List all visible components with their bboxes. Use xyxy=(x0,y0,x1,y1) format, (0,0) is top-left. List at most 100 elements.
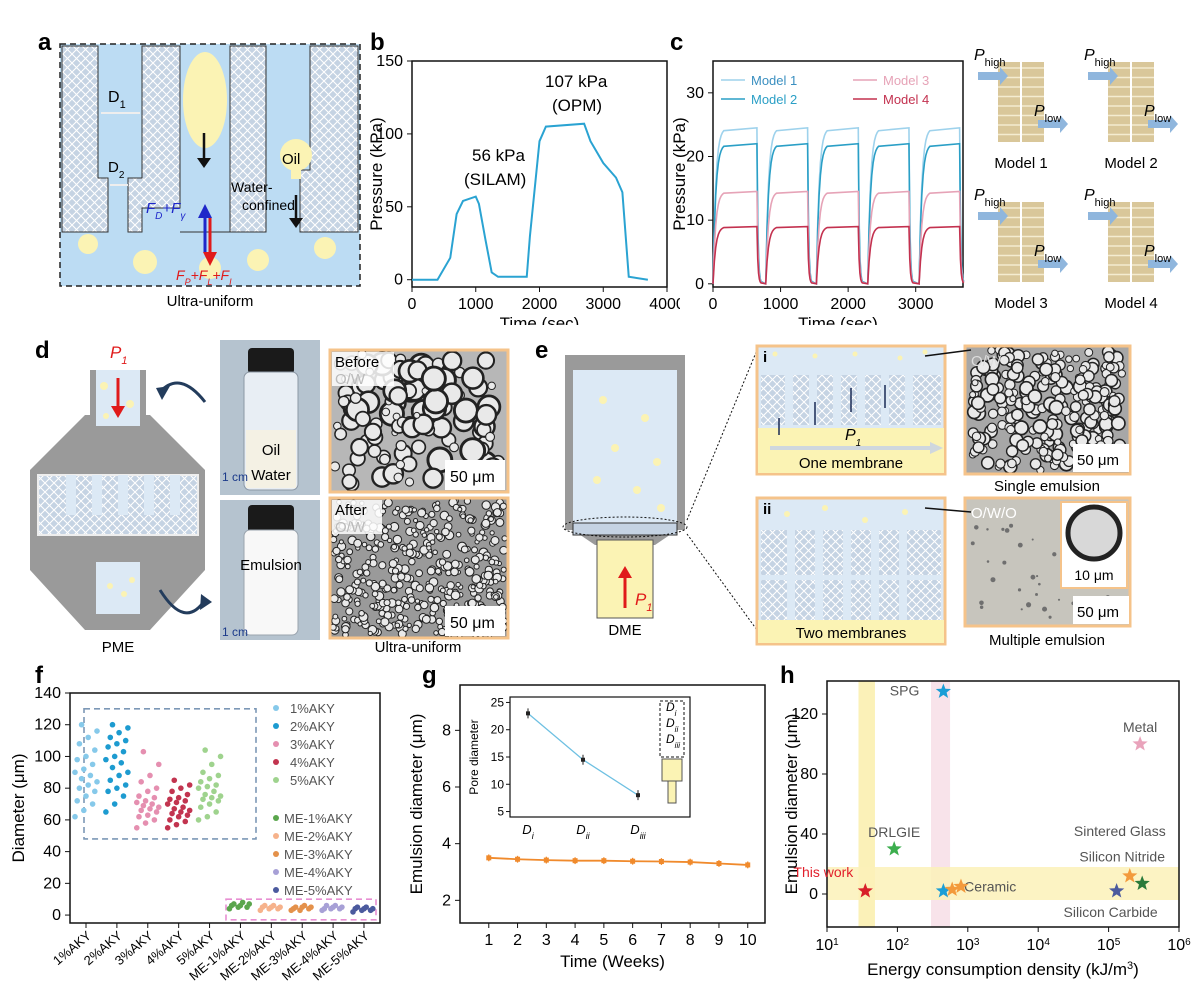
pme-p1-label: P1 xyxy=(110,343,127,367)
droplet xyxy=(489,530,495,536)
f-data-point xyxy=(125,725,131,731)
c-y-tick-label: 0 xyxy=(695,276,704,293)
f-data-point xyxy=(164,801,171,807)
droplet xyxy=(367,630,373,637)
b-x-axis-label: Time (sec) xyxy=(500,314,580,325)
c-plot-frame xyxy=(712,60,964,288)
f-legend-label: ME-5%AKY xyxy=(284,883,353,898)
droplet xyxy=(428,510,436,518)
droplet xyxy=(370,581,381,592)
g-inset-frame xyxy=(509,696,691,818)
droplet xyxy=(979,605,984,610)
g-inset-device xyxy=(661,758,683,782)
droplet xyxy=(487,381,496,391)
droplet xyxy=(986,383,1000,396)
droplet xyxy=(401,595,408,603)
f-legend-label: ME-2%AKY xyxy=(284,829,353,844)
h-this-work-band xyxy=(858,681,875,927)
h-y-axis-label: Emulsion diameter (μm) xyxy=(782,714,801,895)
f-data-point xyxy=(83,753,89,760)
c-x-axis-label: Time (sec) xyxy=(798,314,878,325)
droplet xyxy=(357,621,363,627)
f-data-point xyxy=(92,788,98,795)
f-data-point xyxy=(169,810,175,817)
high-arrow xyxy=(978,72,1000,80)
droplet xyxy=(1011,361,1024,374)
h-point-label: Sintered Glass xyxy=(1074,823,1166,839)
drag-force-label: FD+Fγ xyxy=(146,200,186,222)
f-data-point xyxy=(133,799,140,806)
droplet xyxy=(362,592,369,599)
droplet xyxy=(1016,438,1030,452)
f-data-point xyxy=(144,812,151,818)
f-data-point xyxy=(78,775,85,782)
model-name: Model 4 xyxy=(1104,295,1157,312)
droplet xyxy=(441,527,450,537)
two-membranes-label: Two membranes xyxy=(796,625,907,642)
droplet xyxy=(1072,354,1081,363)
high-arrow xyxy=(1088,212,1110,220)
h-data-point xyxy=(857,883,873,898)
droplet xyxy=(446,581,455,590)
high-arrowhead xyxy=(1000,67,1008,85)
droplet xyxy=(986,560,990,563)
g-x-tick-label: 7 xyxy=(657,932,666,949)
h-data-point xyxy=(1109,883,1125,898)
f-legend-marker xyxy=(273,741,279,747)
droplet xyxy=(1074,374,1086,386)
droplet xyxy=(344,563,351,570)
c-legend-label: Model 1 xyxy=(751,73,797,88)
droplet xyxy=(392,534,403,545)
p-low-label: Plow xyxy=(1034,243,1061,265)
droplet xyxy=(415,520,425,531)
droplet xyxy=(467,526,476,535)
f-y-tick-label: 20 xyxy=(43,875,61,892)
vial-oil-label: Oil xyxy=(262,442,280,459)
droplet xyxy=(1040,376,1050,386)
d2-label: D2 xyxy=(108,159,125,181)
f-data-point xyxy=(76,785,83,791)
f-legend-label: ME-1%AKY xyxy=(284,811,353,826)
single-scale-bar: 50 μm xyxy=(1077,452,1119,469)
droplet xyxy=(426,566,436,576)
f-data-point xyxy=(105,788,111,795)
b-x-tick-label: 2000 xyxy=(522,296,558,313)
f-y-tick-label: 140 xyxy=(34,685,61,702)
droplet xyxy=(402,625,409,632)
droplet xyxy=(1099,410,1110,421)
scale-cm-1: 1 cm xyxy=(222,470,248,484)
after-label: After xyxy=(335,502,367,519)
f-data-point xyxy=(81,807,87,814)
droplet xyxy=(1029,458,1042,470)
droplet xyxy=(1027,389,1043,404)
f-data-point xyxy=(213,809,219,815)
f-data-point xyxy=(184,791,191,798)
b-x-tick-label: 0 xyxy=(408,296,417,313)
droplet xyxy=(432,549,438,556)
droplet xyxy=(488,558,496,566)
droplet xyxy=(408,557,416,566)
dme-label: DME xyxy=(608,622,641,639)
droplet xyxy=(1026,602,1032,608)
f-y-tick-label: 60 xyxy=(43,812,61,829)
droplet xyxy=(490,536,500,545)
droplet xyxy=(341,473,358,490)
droplet xyxy=(1069,411,1080,423)
f-data-point xyxy=(72,769,78,776)
h-data-point xyxy=(944,881,960,896)
g-data-point xyxy=(630,858,636,864)
droplet xyxy=(332,613,339,620)
droplet xyxy=(1051,349,1059,357)
f-legend-label: 4%AKY xyxy=(290,755,335,770)
g-data-point xyxy=(658,859,664,865)
ow-label-after: O/W xyxy=(335,519,366,536)
f-data-point xyxy=(114,740,120,747)
f-data-point xyxy=(103,809,109,815)
g-data-point xyxy=(543,857,549,863)
droplet xyxy=(969,391,977,399)
f-data-point xyxy=(292,904,299,910)
g-data-point xyxy=(601,858,607,864)
droplet xyxy=(1066,364,1075,373)
